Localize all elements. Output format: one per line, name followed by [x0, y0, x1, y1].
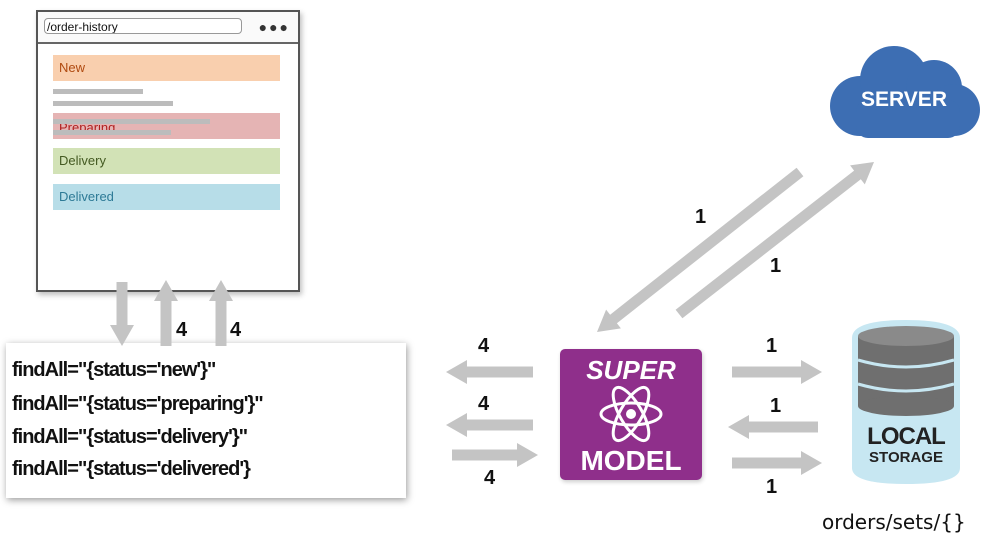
atom-icon — [599, 385, 663, 443]
server-down-arrow — [597, 167, 804, 332]
query-preparing: findAll="{status='preparing'}" — [12, 393, 264, 415]
browser-window: /order-history ●●● New Preparing Deliver… — [36, 10, 300, 292]
placeholder-line — [53, 130, 171, 135]
sm-to-query-arrow-1 — [446, 360, 533, 384]
query-box: findAll="{status='new'}" findAll="{statu… — [6, 343, 406, 498]
sm-to-query-arrow-2 — [446, 413, 533, 437]
storage-caption: orders/sets/{} — [822, 510, 966, 534]
supermodel-label-bottom: MODEL — [580, 445, 682, 476]
supermodel-box: SUPER MODEL — [560, 349, 702, 480]
placeholder-line — [53, 89, 143, 94]
arrow-label-sm-to-storage-2: 1 — [766, 476, 778, 498]
arrow-label-browser-up-2: 4 — [230, 319, 242, 341]
placeholder-line — [53, 101, 173, 106]
server-up-arrow — [675, 162, 874, 319]
server-label: SERVER — [861, 88, 947, 111]
status-preparing[interactable]: Preparing — [53, 113, 280, 139]
status-new[interactable]: New — [53, 55, 280, 81]
sm-to-storage-arrow-1 — [732, 360, 822, 384]
browser-address-bar: /order-history ●●● — [38, 12, 298, 44]
arrow-label-sm-to-query-1: 4 — [478, 335, 490, 357]
status-delivery[interactable]: Delivery — [53, 148, 280, 174]
arrow-label-sm-to-storage-1: 1 — [766, 335, 778, 357]
arrow-label-browser-up-1: 4 — [176, 319, 188, 341]
arrow-label-sm-to-query-2: 4 — [478, 393, 490, 415]
query-to-sm-arrow — [452, 443, 538, 467]
arrow-label-server-down: 1 — [695, 206, 707, 228]
supermodel-label-top: SUPER — [586, 355, 676, 385]
query-delivery: findAll="{status='delivery'}" — [12, 426, 248, 448]
query-new: findAll="{status='new'}" — [12, 359, 216, 381]
arrow-label-query-to-sm: 4 — [484, 467, 496, 489]
sm-to-storage-arrow-2 — [732, 451, 822, 475]
local-storage: LOCAL STORAGE — [848, 318, 964, 486]
cloud-icon — [830, 46, 980, 138]
url-field[interactable]: /order-history — [44, 18, 242, 34]
server-cloud: SERVER — [826, 44, 982, 142]
arrow-label-storage-to-sm: 1 — [770, 395, 782, 417]
storage-to-sm-arrow — [728, 415, 818, 439]
storage-label-local: LOCAL — [867, 423, 946, 450]
status-delivered[interactable]: Delivered — [53, 184, 280, 210]
menu-dots-icon[interactable]: ●●● — [258, 19, 290, 35]
arrow-label-server-up: 1 — [770, 255, 782, 277]
query-delivered: findAll="{status='delivered'} — [12, 458, 251, 480]
storage-label-storage: STORAGE — [869, 449, 943, 466]
database-icon — [852, 320, 960, 484]
placeholder-line — [53, 119, 210, 124]
